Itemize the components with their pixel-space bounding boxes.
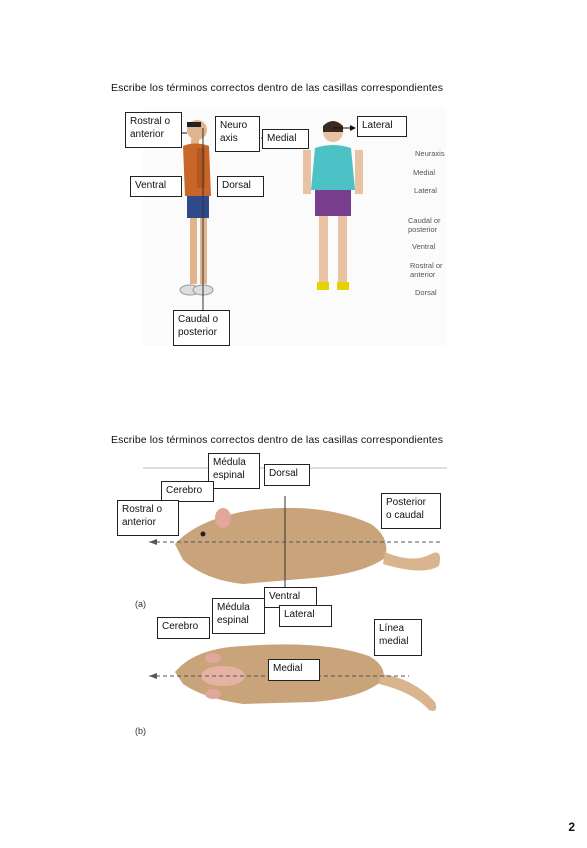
label-box-lateral[interactable]: Lateral xyxy=(357,116,407,137)
side-label: Dorsal xyxy=(415,288,437,297)
label-box-rostral[interactable]: Rostral o anterior xyxy=(125,112,182,148)
figure-label-a: (a) xyxy=(135,599,146,609)
side-label: Ventral xyxy=(412,242,436,251)
label-box-medial[interactable]: Medial xyxy=(262,129,309,149)
label-box-lateral-rat[interactable]: Lateral xyxy=(279,605,332,627)
label-box-neuro-axis[interactable]: Neuro axis xyxy=(215,116,260,152)
label-box-rostral-rat[interactable]: Rostral o anterior xyxy=(117,500,179,536)
human-figures-illustration xyxy=(179,120,363,313)
label-box-cerebro-b[interactable]: Cerebro xyxy=(157,617,210,639)
label-box-posterior-caudal[interactable]: Posterior o caudal xyxy=(381,493,441,529)
instruction-1: Escribe los términos correctos dentro de… xyxy=(111,82,444,94)
side-label: Neuraxis xyxy=(415,149,445,158)
side-label: Caudal or posterior xyxy=(408,216,441,234)
label-box-cerebro-a[interactable]: Cerebro xyxy=(161,481,214,502)
label-box-medula-espinal-b[interactable]: Médula espinal xyxy=(212,598,265,634)
label-box-ventral[interactable]: Ventral xyxy=(130,176,182,197)
label-box-caudal[interactable]: Caudal o posterior xyxy=(173,310,230,346)
side-label: Rostral or anterior xyxy=(410,261,443,279)
label-box-dorsal-rat[interactable]: Dorsal xyxy=(264,464,310,486)
page-number: 2 xyxy=(568,820,575,834)
label-box-medula-espinal-a[interactable]: Médula espinal xyxy=(208,453,260,489)
label-box-medial-rat[interactable]: Medial xyxy=(268,659,320,681)
side-label: Medial xyxy=(413,168,436,177)
label-box-dorsal[interactable]: Dorsal xyxy=(217,176,264,197)
side-label: Lateral xyxy=(414,186,437,195)
label-box-linea-medial[interactable]: Línea medial xyxy=(374,619,422,656)
figure-label-b: (b) xyxy=(135,726,146,736)
instruction-2: Escribe los términos correctos dentro de… xyxy=(111,434,444,446)
